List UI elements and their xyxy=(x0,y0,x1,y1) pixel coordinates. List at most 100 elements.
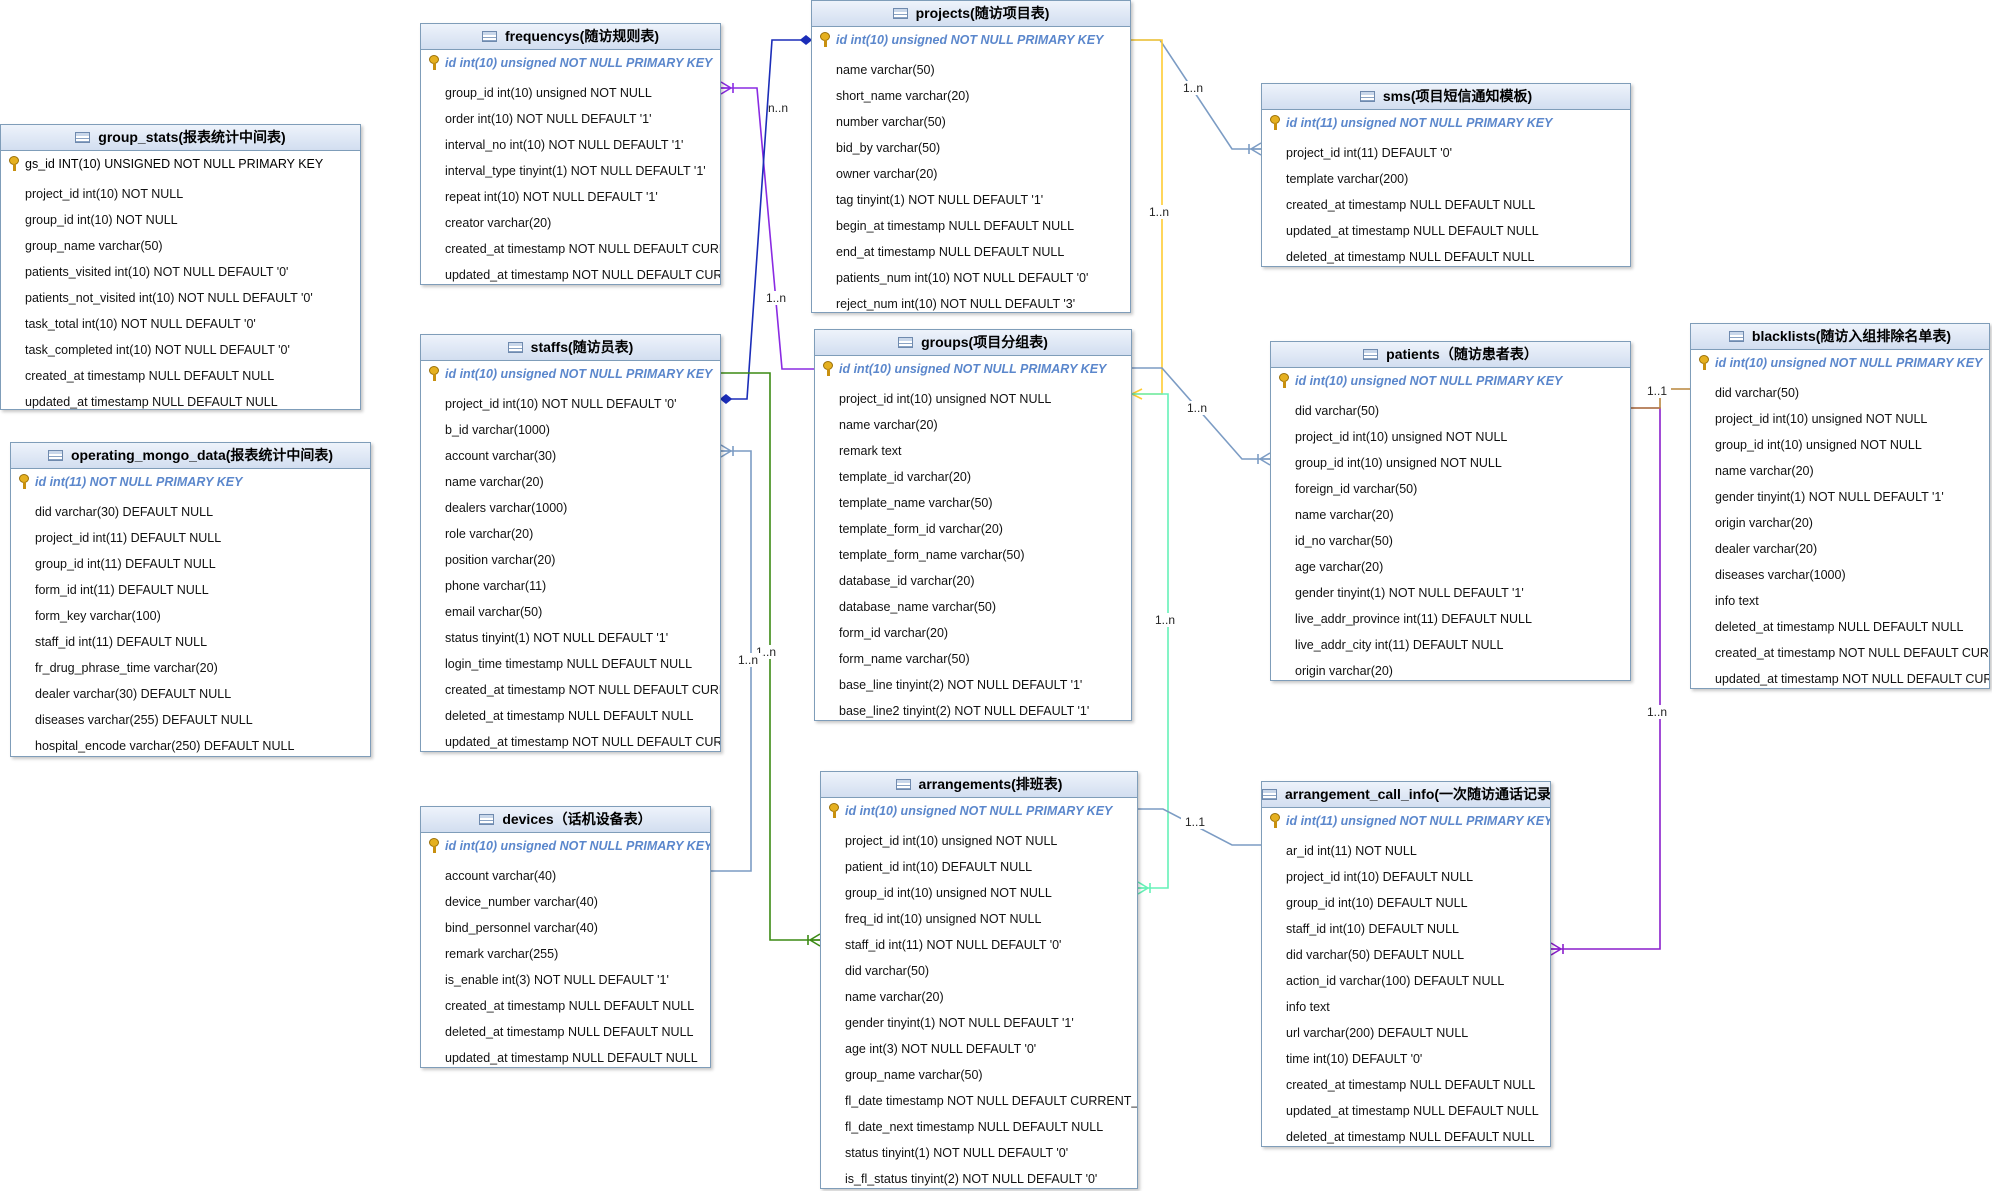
table-staffs[interactable]: staffs(随访员表)id int(10) unsigned NOT NULL… xyxy=(420,334,721,752)
column-row[interactable]: created_at timestamp NOT NULL DEFAULT CU… xyxy=(445,242,720,256)
table-header[interactable]: operating_mongo_data(报表统计中间表) xyxy=(11,443,370,469)
column-row[interactable]: status tinyint(1) NOT NULL DEFAULT '1' xyxy=(445,631,669,645)
table-header[interactable]: devices（话机设备表） xyxy=(421,807,710,833)
column-row[interactable]: created_at timestamp NOT NULL DEFAULT CU… xyxy=(445,683,720,697)
column-row[interactable]: staff_id int(11) DEFAULT NULL xyxy=(35,635,208,649)
table-header[interactable]: staffs(随访员表) xyxy=(421,335,720,361)
column-row[interactable]: role varchar(20) xyxy=(445,527,534,541)
column-row[interactable]: patient_id int(10) DEFAULT NULL xyxy=(845,860,1033,874)
column-row[interactable]: name varchar(20) xyxy=(1295,508,1394,522)
column-row[interactable]: name varchar(20) xyxy=(839,418,938,432)
column-row[interactable]: deleted_at timestamp NULL DEFAULT NULL xyxy=(445,709,694,723)
table-group-stats[interactable]: group_stats(报表统计中间表)gs_id INT(10) UNSIGN… xyxy=(0,124,361,410)
column-row[interactable]: remark text xyxy=(839,444,902,458)
column-row[interactable]: database_name varchar(50) xyxy=(839,600,997,614)
column-row[interactable]: updated_at timestamp NOT NULL DEFAULT CU… xyxy=(445,268,720,282)
table-groups[interactable]: groups(项目分组表)id int(10) unsigned NOT NUL… xyxy=(814,329,1132,721)
column-row[interactable]: group_id int(10) NOT NULL xyxy=(25,213,178,227)
column-row[interactable]: project_id int(10) unsigned NOT NULL xyxy=(1715,412,1928,426)
column-row[interactable]: name varchar(20) xyxy=(445,475,544,489)
table-frequencys[interactable]: frequencys(随访规则表)id int(10) unsigned NOT… xyxy=(420,23,721,285)
column-row[interactable]: ar_id int(11) NOT NULL xyxy=(1286,844,1417,858)
column-row[interactable]: did varchar(50) xyxy=(1295,404,1380,418)
relationship-groups-arrangements[interactable]: 1..n xyxy=(1132,393,1179,895)
table-header[interactable]: patients（随访患者表） xyxy=(1271,342,1630,368)
table-patients[interactable]: patients（随访患者表）id int(10) unsigned NOT N… xyxy=(1270,341,1631,681)
column-row[interactable]: begin_at timestamp NULL DEFAULT NULL xyxy=(836,219,1075,233)
primary-key-column[interactable]: gs_id INT(10) UNSIGNED NOT NULL PRIMARY … xyxy=(1,151,360,178)
column-row[interactable]: login_time timestamp NULL DEFAULT NULL xyxy=(445,657,693,671)
column-row[interactable]: project_id int(11) DEFAULT '0' xyxy=(1286,146,1452,160)
column-row[interactable]: deleted_at timestamp NULL DEFAULT NULL xyxy=(445,1025,694,1039)
column-row[interactable]: database_id varchar(20) xyxy=(839,574,975,588)
column-row[interactable]: updated_at timestamp NOT NULL DEFAULT CU… xyxy=(445,735,720,749)
column-row[interactable]: number varchar(50) xyxy=(836,115,946,129)
column-row[interactable]: hospital_encode varchar(250) DEFAULT NUL… xyxy=(35,739,295,753)
column-row[interactable]: diseases varchar(255) DEFAULT NULL xyxy=(35,713,253,727)
column-row[interactable]: origin varchar(20) xyxy=(1295,664,1393,678)
table-header[interactable]: frequencys(随访规则表) xyxy=(421,24,720,50)
column-row[interactable]: task_completed int(10) NOT NULL DEFAULT … xyxy=(25,343,290,357)
primary-key-column[interactable]: id int(10) unsigned NOT NULL PRIMARY KEY xyxy=(1271,368,1630,395)
primary-key-column[interactable]: id int(10) unsigned NOT NULL PRIMARY KEY xyxy=(1691,350,1989,377)
table-blacklists[interactable]: blacklists(随访入组排除名单表)id int(10) unsigned… xyxy=(1690,323,1990,689)
column-row[interactable]: patients_visited int(10) NOT NULL DEFAUL… xyxy=(25,265,289,279)
column-row[interactable]: group_id int(10) unsigned NOT NULL xyxy=(1715,438,1922,452)
table-header[interactable]: arrangements(排班表) xyxy=(821,772,1137,798)
column-row[interactable]: template varchar(200) xyxy=(1286,172,1409,186)
column-row[interactable]: gender tinyint(1) NOT NULL DEFAULT '1' xyxy=(845,1016,1074,1030)
column-row[interactable]: base_line2 tinyint(2) NOT NULL DEFAULT '… xyxy=(839,704,1090,718)
column-row[interactable]: creator varchar(20) xyxy=(445,216,552,230)
relationship-staffs-projects[interactable]: 1..n xyxy=(719,34,813,405)
column-row[interactable]: name varchar(20) xyxy=(845,990,944,1004)
column-row[interactable]: did varchar(50) xyxy=(845,964,930,978)
column-row[interactable]: template_name varchar(50) xyxy=(839,496,993,510)
column-row[interactable]: patients_num int(10) NOT NULL DEFAULT '0… xyxy=(836,271,1089,285)
column-row[interactable]: template_id varchar(20) xyxy=(839,470,972,484)
table-header[interactable]: groups(项目分组表) xyxy=(815,330,1131,356)
column-row[interactable]: deleted_at timestamp NULL DEFAULT NULL xyxy=(1715,620,1964,634)
column-row[interactable]: project_id int(10) NOT NULL DEFAULT '0' xyxy=(445,397,677,411)
column-row[interactable]: tag tinyint(1) NOT NULL DEFAULT '1' xyxy=(836,193,1044,207)
column-row[interactable]: template_form_id varchar(20) xyxy=(839,522,1003,536)
column-row[interactable]: template_form_name varchar(50) xyxy=(839,548,1025,562)
column-row[interactable]: form_id varchar(20) xyxy=(839,626,949,640)
column-row[interactable]: id_no varchar(50) xyxy=(1295,534,1393,548)
column-row[interactable]: created_at timestamp NULL DEFAULT NULL xyxy=(445,999,695,1013)
column-row[interactable]: created_at timestamp NOT NULL DEFAULT CU… xyxy=(1715,646,1989,660)
column-row[interactable]: bid_by varchar(50) xyxy=(836,141,941,155)
column-row[interactable]: group_name varchar(50) xyxy=(25,239,163,253)
column-row[interactable]: email varchar(50) xyxy=(445,605,543,619)
column-row[interactable]: is_fl_status tinyint(2) NOT NULL DEFAULT… xyxy=(845,1172,1098,1186)
column-row[interactable]: short_name varchar(20) xyxy=(836,89,970,103)
column-row[interactable]: project_id int(10) unsigned NOT NULL xyxy=(1295,430,1508,444)
column-row[interactable]: interval_no int(10) NOT NULL DEFAULT '1' xyxy=(445,138,684,152)
column-row[interactable]: status tinyint(1) NOT NULL DEFAULT '0' xyxy=(845,1146,1069,1160)
primary-key-column[interactable]: id int(11) unsigned NOT NULL PRIMARY KEY xyxy=(1262,808,1550,835)
column-row[interactable]: group_id int(10) unsigned NOT NULL xyxy=(845,886,1052,900)
relationship-arrangements-arrangement-call-info[interactable]: 1..1 xyxy=(1138,808,1261,846)
primary-key-column[interactable]: id int(10) unsigned NOT NULL PRIMARY KEY xyxy=(421,833,710,860)
primary-key-column[interactable]: id int(10) unsigned NOT NULL PRIMARY KEY xyxy=(815,356,1131,383)
primary-key-column[interactable]: id int(11) NOT NULL PRIMARY KEY xyxy=(11,469,370,496)
column-row[interactable]: project_id int(10) DEFAULT NULL xyxy=(1286,870,1474,884)
column-row[interactable]: did varchar(50) DEFAULT NULL xyxy=(1286,948,1465,962)
column-row[interactable]: device_number varchar(40) xyxy=(445,895,598,909)
relationship-projects-sms[interactable]: 1..n xyxy=(1131,39,1262,156)
column-row[interactable]: diseases varchar(1000) xyxy=(1715,568,1846,582)
table-arrangement-call-info[interactable]: arrangement_call_info(一次随访通话记录表)id int(1… xyxy=(1261,781,1551,1147)
column-row[interactable]: fr_drug_phrase_time varchar(20) xyxy=(35,661,218,675)
column-row[interactable]: patients_not_visited int(10) NOT NULL DE… xyxy=(25,291,313,305)
table-header[interactable]: arrangement_call_info(一次随访通话记录表) xyxy=(1262,782,1550,808)
column-row[interactable]: base_line tinyint(2) NOT NULL DEFAULT '1… xyxy=(839,678,1083,692)
column-row[interactable]: created_at timestamp NULL DEFAULT NULL xyxy=(1286,198,1536,212)
table-header[interactable]: projects(随访项目表) xyxy=(812,1,1130,27)
column-row[interactable]: info text xyxy=(1286,1000,1330,1014)
column-row[interactable]: updated_at timestamp NOT NULL DEFAULT CU… xyxy=(1715,672,1989,686)
column-row[interactable]: updated_at timestamp NULL DEFAULT NULL xyxy=(445,1051,698,1065)
primary-key-column[interactable]: id int(10) unsigned NOT NULL PRIMARY KEY xyxy=(421,50,720,77)
primary-key-column[interactable]: id int(10) unsigned NOT NULL PRIMARY KEY xyxy=(421,361,720,388)
column-row[interactable]: phone varchar(11) xyxy=(445,579,547,593)
column-row[interactable]: b_id varchar(1000) xyxy=(445,423,550,437)
primary-key-column[interactable]: id int(10) unsigned NOT NULL PRIMARY KEY xyxy=(821,798,1137,825)
